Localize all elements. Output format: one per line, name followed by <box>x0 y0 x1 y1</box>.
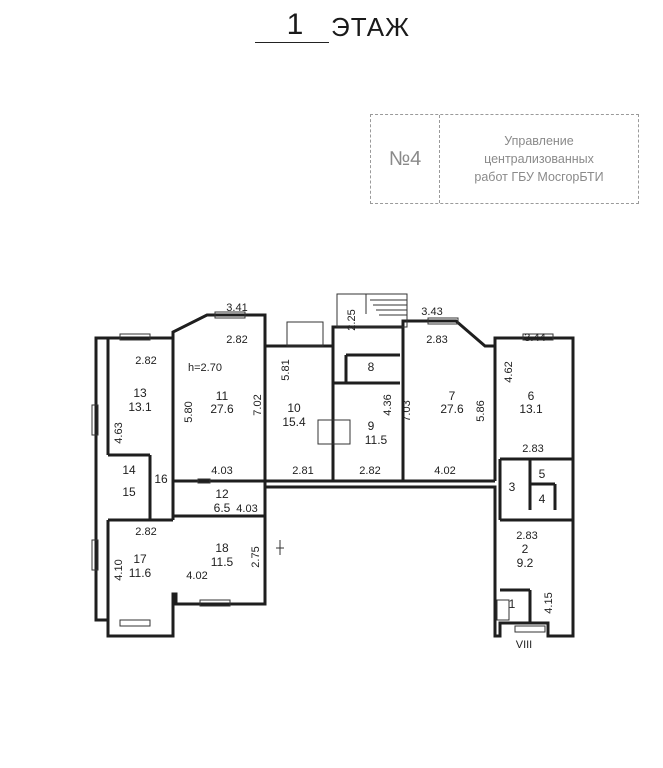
room-number: 11 <box>216 389 229 403</box>
stamp-number: №4 <box>371 115 440 203</box>
room-number: 13 <box>133 386 147 400</box>
room-area: 6.5 <box>214 501 231 515</box>
dimension-label: 2.82 <box>135 526 156 538</box>
room-number: 15 <box>122 485 136 499</box>
room-number: 7 <box>449 389 456 403</box>
dimension-label: 2.82 <box>359 465 380 477</box>
room-number: 12 <box>215 487 229 501</box>
room-area: 13.1 <box>128 400 152 414</box>
room-area: 27.6 <box>440 402 464 416</box>
room-number: 17 <box>133 552 147 566</box>
dimension-label: 4.62 <box>503 361 515 382</box>
dimension-label: 3.44 <box>524 332 545 344</box>
room-number: 16 <box>154 472 168 486</box>
dimension-label: 2.83 <box>426 334 447 346</box>
room-area: 15.4 <box>282 415 306 429</box>
dimension-label: 5.81 <box>280 359 292 380</box>
room-number: 2 <box>522 542 529 556</box>
room-number: 9 <box>368 419 375 433</box>
room-area: 11.5 <box>365 433 388 447</box>
ceiling-height-label: h=2.70 <box>188 362 222 374</box>
walls <box>94 313 575 638</box>
room-number: 18 <box>215 541 229 555</box>
room-area: 9.2 <box>517 556 534 570</box>
room-area: 11.5 <box>211 555 234 569</box>
floor-number-underline <box>255 42 329 43</box>
floor-title: 1 ЭТАЖ <box>255 4 425 48</box>
dimension-label: 7.02 <box>252 394 264 415</box>
bti-stamp: №4 Управление централизованных работ ГБУ… <box>370 114 639 204</box>
section-label: VIII <box>516 639 533 651</box>
dimension-label: 3.43 <box>421 306 442 318</box>
room-number: 14 <box>122 463 136 477</box>
dimension-label: 4.63 <box>113 422 125 443</box>
room-numbers: 1 2 3 4 5 6 7 8 9 10 11 12 13 14 15 16 1… <box>122 360 545 611</box>
dimension-label: 5.80 <box>183 401 195 422</box>
room-area: 13.1 <box>519 402 543 416</box>
dimension-label: 5.86 <box>475 400 487 421</box>
dimension-label: 2.83 <box>522 443 543 455</box>
dimension-label: 4.03 <box>236 503 257 515</box>
dimension-label: 2.83 <box>516 530 537 542</box>
dimension-label: 2.81 <box>292 465 313 477</box>
dimension-label: 2.82 <box>226 334 247 346</box>
dimension-label: 7.03 <box>401 400 413 421</box>
dimension-label: 2.75 <box>250 546 262 567</box>
room-number: 8 <box>368 360 375 374</box>
room-areas: 9.2 13.1 27.6 11.5 15.4 27.6 6.5 13.1 11… <box>128 400 543 580</box>
dimension-label: 2.82 <box>135 355 156 367</box>
dimension-label: 4.10 <box>113 559 125 580</box>
dimension-label: 4.15 <box>543 592 555 613</box>
dimension-labels: 3.41 2.82 2.25 3.43 2.83 3.44 2.82 5.81 … <box>113 302 555 614</box>
stamp-text: Управление централизованных работ ГБУ Мо… <box>440 115 638 203</box>
room-number: 1 <box>509 597 516 611</box>
dimension-label: 4.02 <box>434 465 455 477</box>
room-number: 4 <box>539 492 546 506</box>
dimension-label: 4.36 <box>382 394 394 415</box>
dimension-label: 4.02 <box>186 570 207 582</box>
room-area: 27.6 <box>210 402 234 416</box>
room-number: 10 <box>287 401 301 415</box>
dimension-label: 2.25 <box>346 309 358 330</box>
floor-number: 1 <box>286 8 304 41</box>
floor-word: ЭТАЖ <box>331 12 411 42</box>
dimension-label: 3.41 <box>226 302 247 314</box>
details <box>91 293 554 633</box>
stamp-line: работ ГБУ МосгорБТИ <box>474 170 604 184</box>
room-number: 6 <box>528 389 535 403</box>
stamp-line: централизованных <box>484 152 594 166</box>
room-area: 11.6 <box>129 566 152 580</box>
stamp-line: Управление <box>504 134 574 148</box>
room-number: 5 <box>539 467 546 481</box>
room-number: 3 <box>509 480 516 494</box>
dimension-label: 4.03 <box>211 465 232 477</box>
